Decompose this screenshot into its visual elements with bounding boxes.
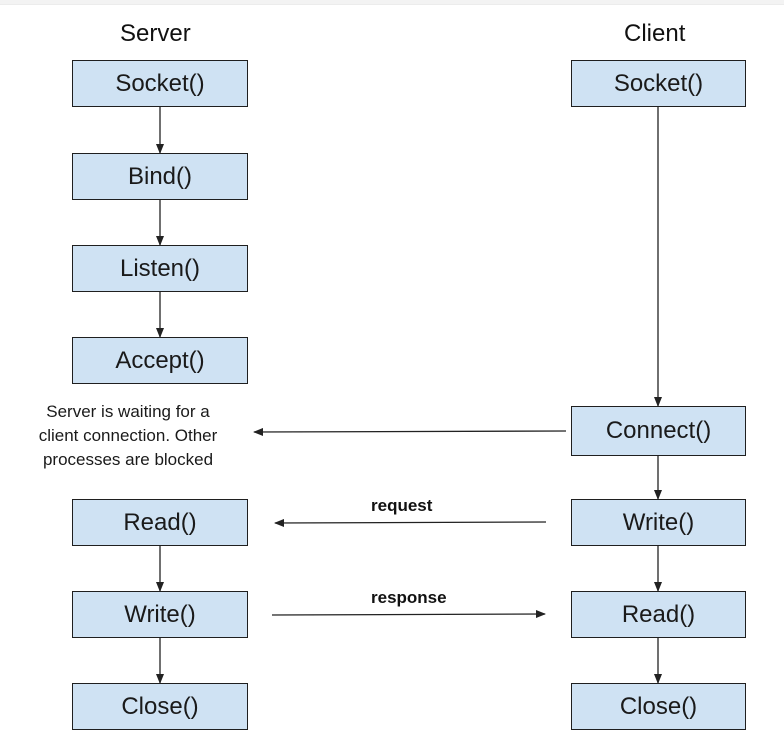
- server-close-box: Close(): [72, 683, 248, 730]
- response-label: response: [371, 588, 447, 607]
- waiting-note: Server is waiting for a client connectio…: [8, 400, 248, 472]
- server-read-box: Read(): [72, 499, 248, 546]
- server-socket-box: Socket(): [72, 60, 248, 107]
- arrow-request: [274, 518, 547, 527]
- client-connect-box: Connect(): [571, 406, 746, 456]
- client-close-box: Close(): [571, 683, 746, 730]
- top-border: [0, 0, 784, 5]
- server-listen-box: Listen(): [72, 245, 248, 292]
- client-read-box: Read(): [571, 591, 746, 638]
- waiting-note-line-2: client connection. Other: [38, 426, 218, 445]
- arrow-connect-to-waiting-note: [253, 427, 567, 436]
- server-column-title: Server: [120, 20, 191, 47]
- client-socket-box: Socket(): [571, 60, 746, 107]
- request-label: request: [371, 496, 433, 515]
- waiting-note-line-3: processes are blocked: [42, 450, 214, 469]
- client-write-box: Write(): [571, 499, 746, 546]
- client-column-title: Client: [624, 20, 686, 47]
- server-write-box: Write(): [72, 591, 248, 638]
- waiting-note-line-1: Server is waiting for a: [46, 402, 210, 421]
- arrow-response: [271, 610, 546, 619]
- server-bind-box: Bind(): [72, 153, 248, 200]
- server-accept-box: Accept(): [72, 337, 248, 384]
